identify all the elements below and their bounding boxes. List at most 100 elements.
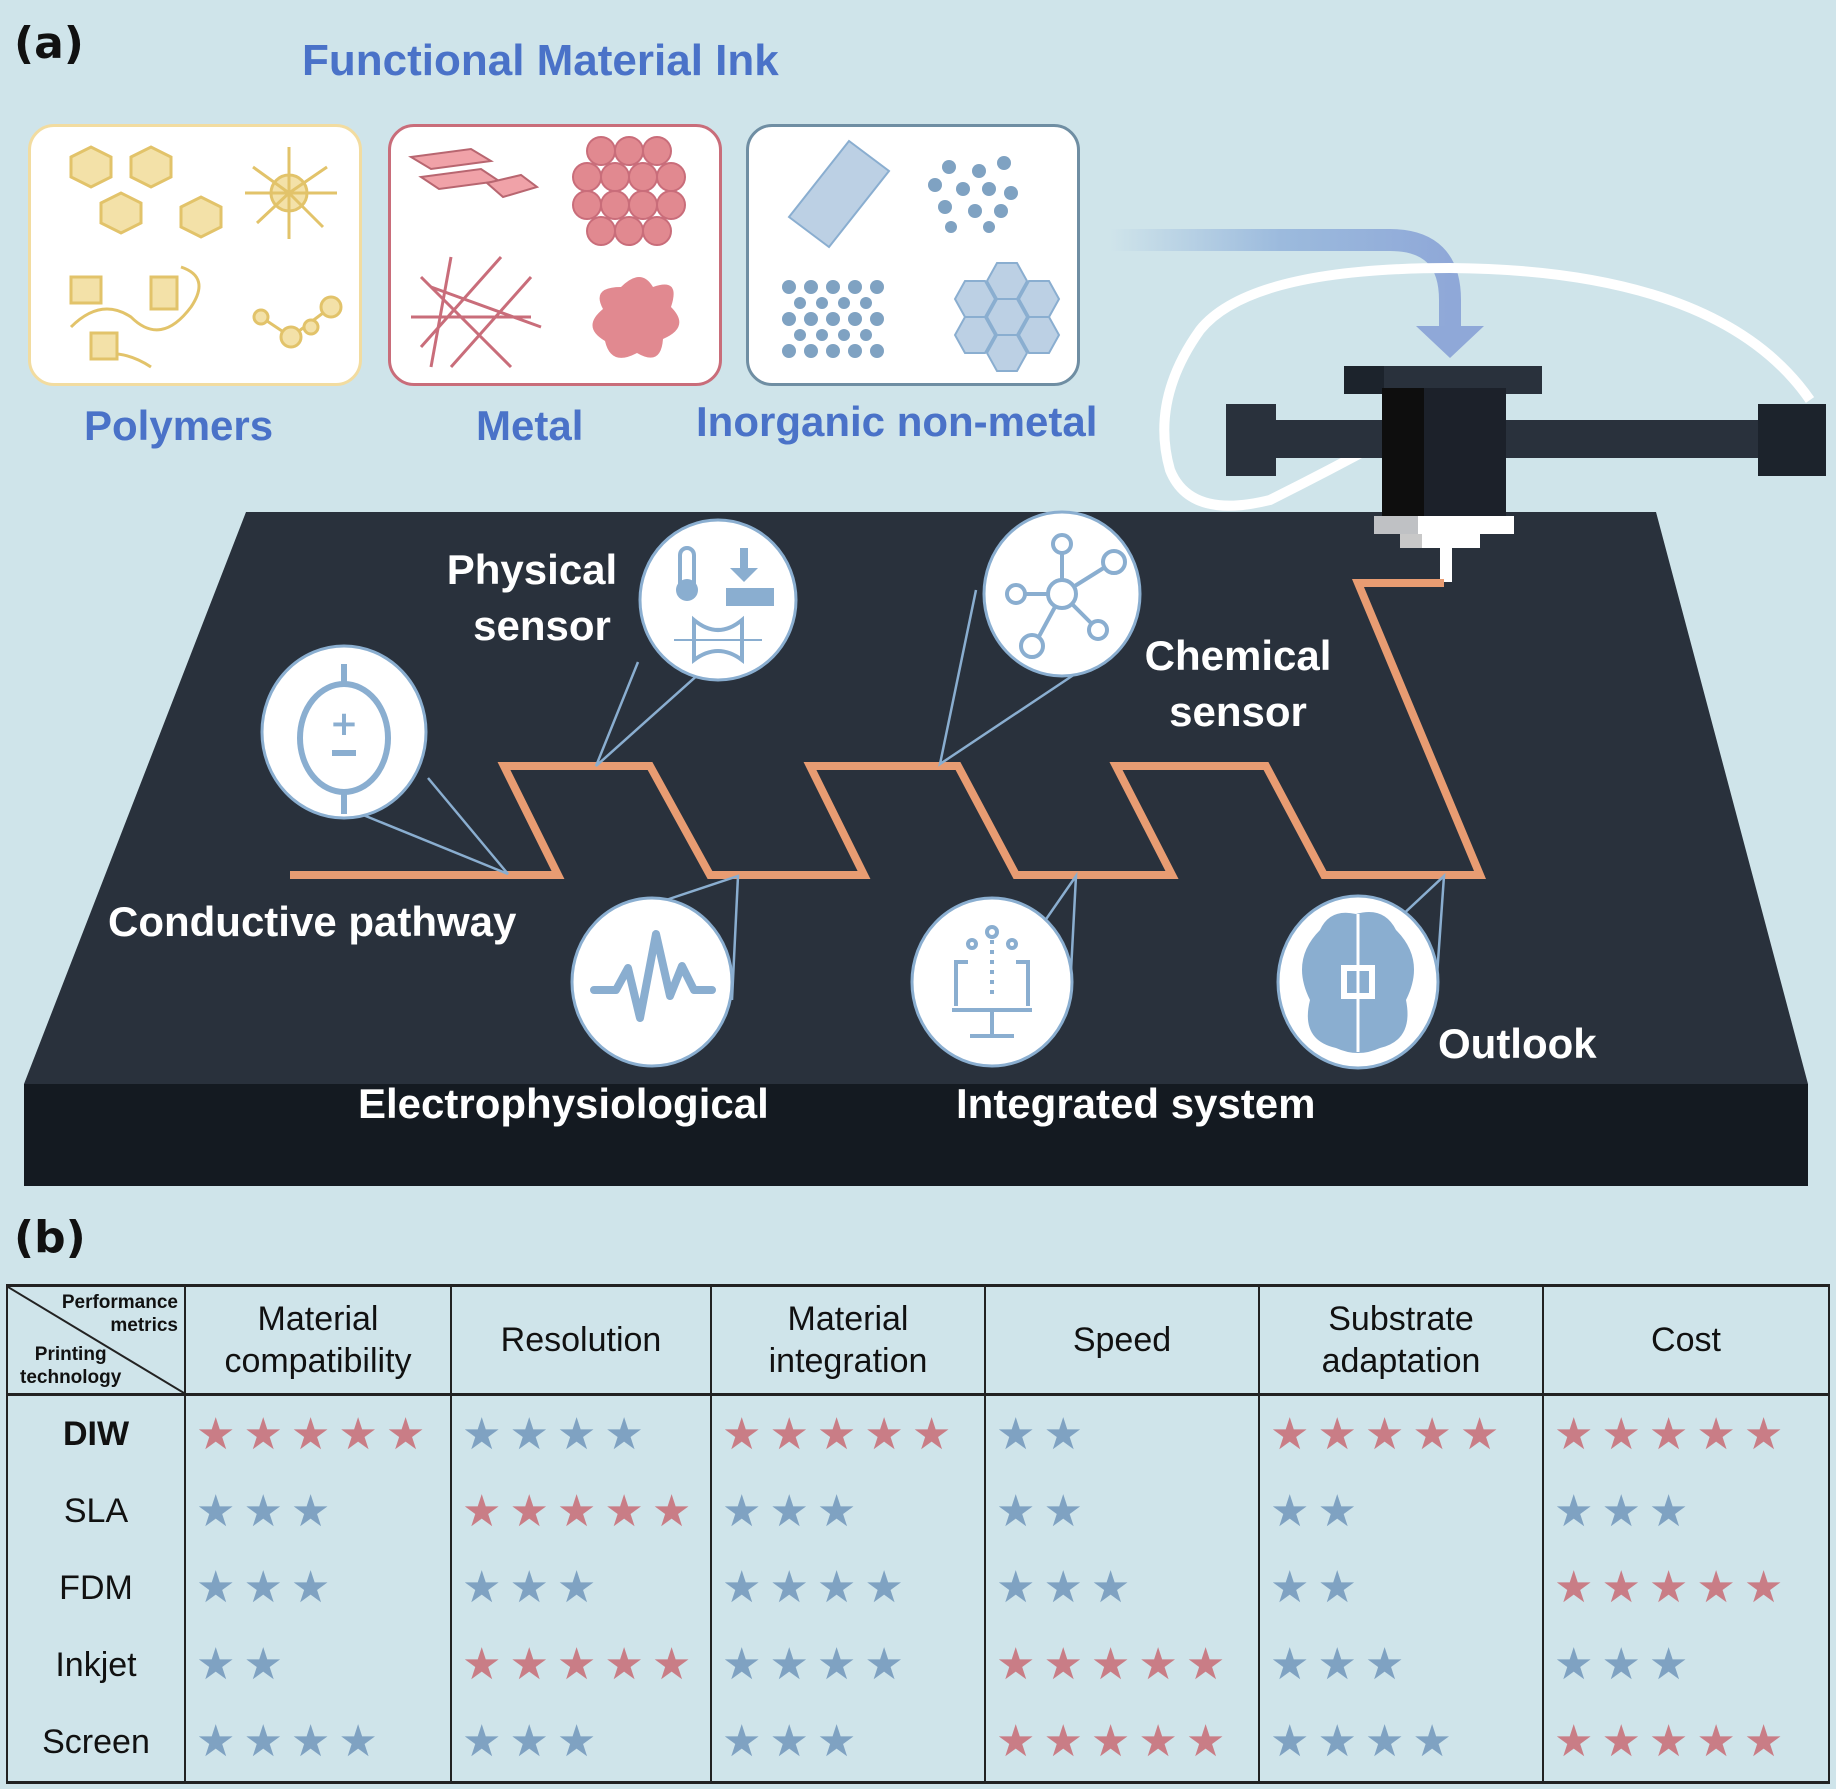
technology-name: FDM — [6, 1550, 186, 1627]
outlook-label: Outlook — [1438, 1020, 1597, 1067]
star-icon: ★ — [1270, 1408, 1310, 1460]
table-row: Screen★★★★★★★★★★★★★★★★★★★★★★★★ — [6, 1703, 1830, 1783]
outlook-brain-chip-icon — [1276, 894, 1440, 1070]
star-icon: ★ — [1317, 1562, 1357, 1614]
star-icon: ★ — [1648, 1485, 1689, 1537]
star-rating-cell: ★★ — [984, 1473, 1260, 1551]
metal-structures-icon — [408, 136, 686, 369]
technology-name: Inkjet — [6, 1626, 186, 1704]
star-rating-cell: ★★★ — [710, 1473, 986, 1551]
star-icon: ★ — [769, 1639, 809, 1691]
star-icon: ★ — [722, 1639, 762, 1691]
column-header-speed: Speed — [984, 1285, 1260, 1395]
star-rating-cell: ★★★★★ — [450, 1473, 712, 1551]
star-icon: ★ — [509, 1639, 549, 1691]
electrophysiological-icon — [570, 896, 734, 1068]
star-icon: ★ — [996, 1408, 1036, 1460]
column-header-line: compatibility — [224, 1342, 412, 1380]
star-icon: ★ — [769, 1408, 809, 1460]
column-header-line: Resolution — [500, 1321, 662, 1359]
star-icon: ★ — [1601, 1716, 1641, 1768]
star-icon: ★ — [1090, 1716, 1131, 1768]
star-icon: ★ — [196, 1408, 236, 1460]
column-header-resolution: Resolution — [450, 1285, 712, 1395]
star-icon: ★ — [1364, 1716, 1405, 1768]
inorganic-structures-icon — [782, 139, 1061, 372]
ink-title: Functional Material Ink — [302, 36, 779, 85]
chemical-sensor-label-line1: Chemical — [1144, 632, 1332, 679]
star-rating-cell: ★★ — [984, 1394, 1260, 1474]
star-icon: ★ — [1696, 1562, 1736, 1614]
inorganic-label: Inorganic non-metal — [696, 398, 1098, 445]
metal-panel — [388, 124, 722, 386]
chemical-sensor-label: Chemical sensor — [1128, 628, 1348, 740]
star-icon: ★ — [1270, 1639, 1310, 1691]
star-icon: ★ — [290, 1562, 331, 1614]
star-icon: ★ — [604, 1639, 644, 1691]
star-icon: ★ — [509, 1562, 549, 1614]
star-icon: ★ — [1043, 1639, 1083, 1691]
star-icon: ★ — [556, 1485, 597, 1537]
star-icon: ★ — [196, 1562, 236, 1614]
star-rating-cell: ★★★★★ — [984, 1626, 1260, 1704]
star-icon: ★ — [1648, 1408, 1689, 1460]
panel-b-label: (b) — [14, 1212, 86, 1263]
star-icon: ★ — [996, 1562, 1036, 1614]
star-icon: ★ — [556, 1716, 597, 1768]
column-header-line: Material — [257, 1300, 379, 1338]
column-header-line: Substrate — [1328, 1300, 1474, 1338]
star-icon: ★ — [816, 1408, 857, 1460]
chemical-sensor-icon — [982, 510, 1142, 678]
physical-sensor-icon — [638, 518, 798, 682]
physical-sensor-label: Physical sensor — [432, 542, 632, 654]
star-icon: ★ — [385, 1408, 426, 1460]
star-rating-cell: ★★★ — [184, 1550, 452, 1627]
star-icon: ★ — [1270, 1716, 1310, 1768]
svg-text:+: + — [330, 704, 359, 744]
star-icon: ★ — [243, 1639, 283, 1691]
star-rating-cell: ★★★ — [984, 1550, 1260, 1627]
star-icon: ★ — [243, 1562, 283, 1614]
star-icon: ★ — [509, 1485, 549, 1537]
star-rating-cell: ★★ — [1258, 1473, 1544, 1551]
star-icon: ★ — [556, 1639, 597, 1691]
star-icon: ★ — [1138, 1716, 1178, 1768]
star-icon: ★ — [243, 1485, 283, 1537]
star-icon: ★ — [1270, 1562, 1310, 1614]
star-icon: ★ — [1270, 1485, 1310, 1537]
star-icon: ★ — [1185, 1716, 1226, 1768]
star-rating-cell: ★★★ — [710, 1703, 986, 1783]
star-icon: ★ — [1364, 1408, 1405, 1460]
conductive-trace — [290, 579, 1487, 879]
star-icon: ★ — [1090, 1639, 1131, 1691]
star-icon: ★ — [864, 1639, 904, 1691]
star-icon: ★ — [1648, 1562, 1689, 1614]
star-icon: ★ — [1601, 1562, 1641, 1614]
table-row: SLA★★★★★★★★★★★★★★★★★★ — [6, 1473, 1830, 1551]
polymers-label: Polymers — [84, 402, 274, 449]
chemical-sensor-label-line2: sensor — [1169, 688, 1307, 735]
star-icon: ★ — [911, 1408, 952, 1460]
metal-label: Metal — [476, 402, 584, 449]
star-icon: ★ — [556, 1408, 597, 1460]
star-icon: ★ — [1601, 1485, 1641, 1537]
star-icon: ★ — [1743, 1562, 1784, 1614]
print-platform-edge — [24, 1084, 1808, 1186]
star-rating-cell: ★★★★ — [1258, 1703, 1544, 1783]
star-icon: ★ — [769, 1562, 809, 1614]
star-icon: ★ — [290, 1485, 331, 1537]
star-rating-cell: ★★★★★ — [984, 1703, 1260, 1783]
star-icon: ★ — [290, 1408, 331, 1460]
star-icon: ★ — [462, 1639, 502, 1691]
polymer-structures-icon — [69, 145, 343, 369]
star-icon: ★ — [509, 1408, 549, 1460]
star-icon: ★ — [509, 1716, 549, 1768]
star-icon: ★ — [1648, 1716, 1689, 1768]
star-icon: ★ — [1412, 1716, 1452, 1768]
